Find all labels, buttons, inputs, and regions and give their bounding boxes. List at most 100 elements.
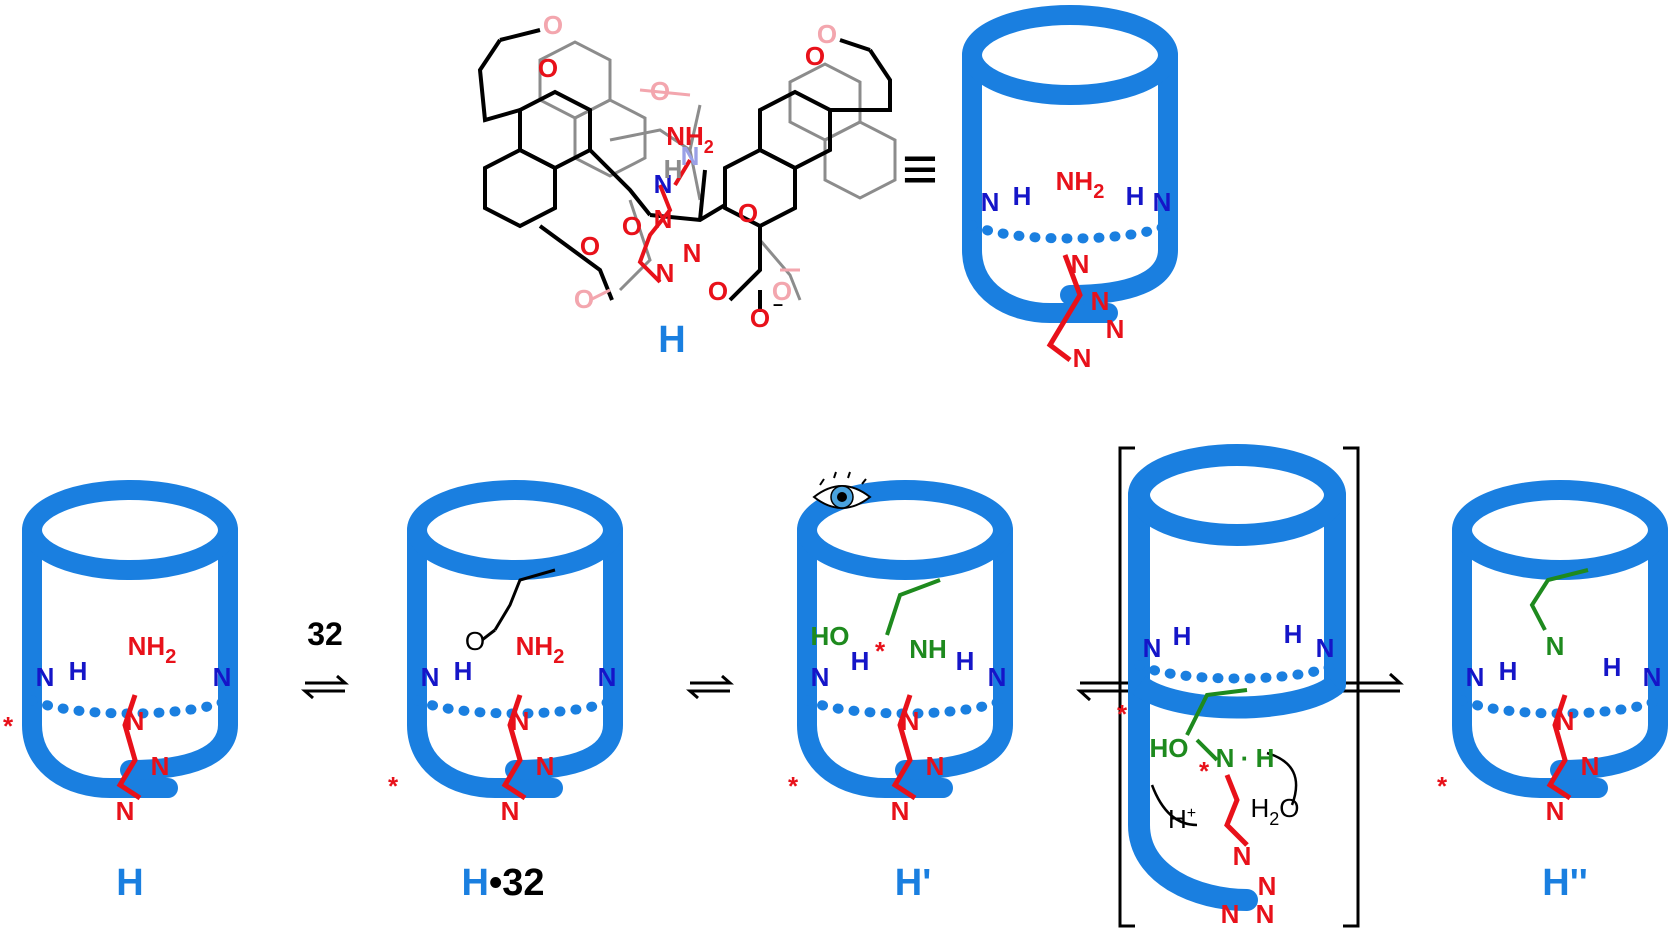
ts-chain [1185,688,1248,736]
ts-n-tri-a: N [1258,871,1277,901]
label-h32: H•32 [461,862,544,904]
cav-h-left: H [1013,181,1032,211]
atom-h-amide: H [664,154,683,184]
h-star: H [851,646,870,676]
cav-n-link: N [901,706,920,736]
cylinder-h: N H NH2 N N N N * H [3,490,231,904]
atom-o-red-right: O [805,41,825,71]
cav-n-left: N [421,662,440,692]
atom-o-faded-1: O [650,76,670,106]
atom-o-left-carb: O [574,284,594,314]
atom-n-amide: N [654,169,673,199]
cav-n-tri-a: N [1091,286,1110,316]
cav-n-right: N [1153,187,1172,217]
ts-h2o-h: H [1250,793,1269,823]
atom-nh2-top-sub: 2 [704,137,714,157]
atom-n-tri-3: N [656,258,675,288]
ts-star-marker: * [1117,699,1128,729]
atom-o-top-right: O [817,19,837,49]
ketone-chain [493,568,556,631]
atom-o-faded-4: O [772,276,792,306]
red-linker-lines [637,158,692,284]
cav-n-tri-a: N [151,751,170,781]
ts-dot: · [1241,743,1250,773]
cav-n-tri-b: N [891,796,910,826]
equilibrium-arrow-1 [301,674,349,700]
atom-charge-minus: – [773,294,783,314]
label-hdouble: H'' [1542,862,1588,904]
cav-h-left: H [1499,656,1518,686]
linker-red [501,694,527,801]
ts-hplus: H+ [1168,804,1196,834]
cav-n-right: N [988,662,1007,692]
star-marker: * [3,711,14,741]
linker-red [1046,254,1083,362]
cav-n-tri-b: N [1106,314,1125,344]
cav-nh2: NH2 [128,631,177,668]
ts-n-left: N [1143,633,1162,663]
cav-nh2-sub: 2 [165,646,176,668]
linker-red [891,694,917,801]
hemiaminal-chain [885,578,941,636]
equilibrium-arrow-4 [1340,672,1404,693]
ts-hplus-h: H [1168,804,1187,834]
cav-n-tri-a: N [536,751,555,781]
cav-nh2-sub: 2 [1093,181,1104,203]
ketone-double-bond [481,628,496,642]
atom-n-tri-1: N [654,204,673,234]
cylinder-h32: O N H NH2 N N N N * H•32 [388,490,616,904]
imine-chain [1529,568,1589,631]
reagent-32: 32 [307,616,343,652]
cav-h-left: H [454,656,473,686]
ts-h2o: H2O [1250,793,1299,829]
label-host-top: H [658,319,685,361]
ho-label: HO [811,621,850,651]
star-marker: * [788,771,799,801]
transition-state-bracket [1118,446,1360,928]
cav-n-link: N [1556,706,1575,736]
ts-arrow-left [1150,784,1198,827]
atom-o-right-ether: O [738,198,758,228]
atom-n-tri-2: N [683,238,702,268]
cav-n-right: N [1643,662,1662,692]
cav-h-right: H [1126,181,1145,211]
label-h32-rest: •32 [489,862,545,904]
atom-o-right-carb: O [708,276,728,306]
cav-n-left: N [811,662,830,692]
cav-n-left: N [36,662,55,692]
ts-h2o-sub: 2 [1269,809,1279,829]
cav-h-right: H [956,646,975,676]
ts-n-right: N [1316,633,1335,663]
ts-n: N [1216,743,1235,773]
ts-ho: HO [1150,733,1189,763]
ts-h-left: H [1173,621,1192,651]
ts-arrow-right [1266,751,1298,806]
atom-nh2-top-text: NH [666,121,704,151]
cav-n-right: N [598,662,617,692]
cav-n-link: N [1071,249,1090,279]
cav-h-right: H [1603,652,1622,682]
cav-nh2-text: NH [1056,166,1094,196]
linker-red [116,694,142,801]
ts-star-center: * [1199,756,1210,786]
cav-h-left: H [69,656,88,686]
cav-n-tri-b: N [1546,796,1565,826]
cav-n-tri-b: N [501,796,520,826]
atom-o-top-left: O [543,10,563,40]
cav-nh2-text: NH [128,631,166,661]
ts-linker [1224,774,1249,847]
ts-h: H [1256,743,1275,773]
star-marker: * [388,771,399,801]
imine-n: N [1546,631,1565,661]
cav-n-left: N [1466,662,1485,692]
star-marker: * [1437,771,1448,801]
cylinder-transition: N H H N HO N · H * H+ H2O N N N N * [1117,444,1346,929]
ts-n-link: N [1233,841,1252,871]
cylinder-top: N H NH2 H N N N N N [972,15,1171,373]
cav-n-tri-a: N [1581,751,1600,781]
cav-n-tri-a: N [926,751,945,781]
ts-n-tri-c: N [1221,899,1240,929]
linker-red [1546,694,1572,801]
